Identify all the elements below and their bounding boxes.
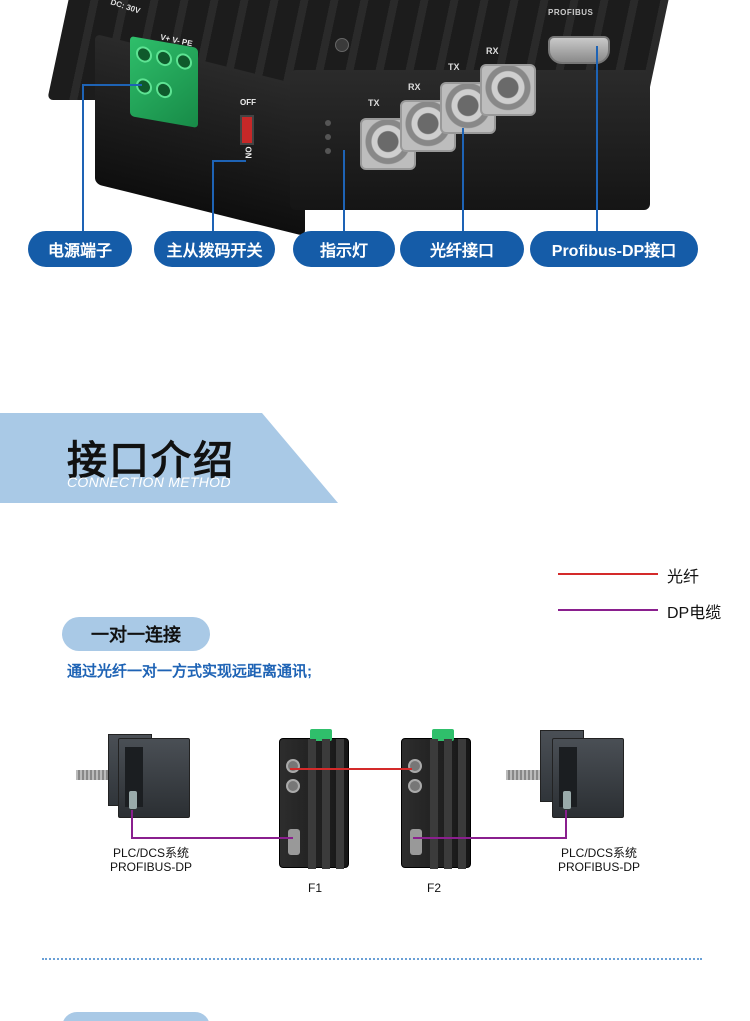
callout-profibus-port: Profibus-DP接口: [530, 231, 698, 267]
right-device-label: PLC/DCS系统 PROFIBUS-DP: [544, 846, 654, 874]
subsection-description: 通过光纤一对一方式实现远距离通讯;: [67, 663, 312, 680]
port-label-tx1: TX: [368, 98, 380, 108]
dp-cable-wire: [413, 837, 566, 839]
subsection-title: 一对一连接: [62, 617, 210, 651]
plc-device-icon: [552, 738, 624, 818]
screw-icon: [335, 38, 349, 52]
callout-dip-switch: 主从拨码开关: [154, 231, 275, 267]
dp-cable-wire: [131, 810, 133, 838]
connection-diagram: PLC/DCS系统 PROFIBUS-DP PLC/DCS系统 PROFIBUS…: [0, 700, 750, 910]
ribbon-cable-icon: [76, 770, 116, 780]
port-label-rx1: RX: [408, 82, 421, 92]
ribbon-cable-icon: [506, 770, 546, 780]
legend-dp-label: DP电缆: [667, 605, 722, 622]
dip-on-label: ON: [243, 146, 253, 159]
power-terminal-block: [130, 36, 198, 128]
section-divider: [42, 958, 702, 960]
converter-f2-icon: [401, 729, 471, 869]
fiber-wire: [290, 768, 412, 770]
leader-line: [462, 128, 464, 234]
legend-dp-line: [558, 609, 658, 611]
indicator-leds: [325, 115, 341, 175]
leader-line: [212, 160, 246, 162]
left-device-line1: PLC/DCS系统: [112, 846, 189, 860]
port-label-rx2: RX: [486, 46, 499, 56]
leader-line: [212, 160, 214, 234]
dp-cable-wire: [131, 837, 293, 839]
profibus-port-label: PROFIBUS: [548, 8, 594, 17]
legend-fiber-label: 光纤: [667, 569, 700, 586]
db9-connector-icon: [548, 36, 610, 64]
right-device-line2: PROFIBUS-DP: [557, 860, 640, 874]
dip-off-label: OFF: [240, 98, 256, 107]
legend-fiber-line: [558, 573, 658, 575]
left-device-line2: PROFIBUS-DP: [109, 860, 192, 874]
plc-device-icon: [118, 738, 190, 818]
next-subsection-pill: [62, 1012, 210, 1021]
converter-f1-label: F1: [307, 881, 322, 895]
dip-switch: [240, 115, 254, 145]
left-device-label: PLC/DCS系统 PROFIBUS-DP: [96, 846, 206, 874]
fiber-port-icon: [480, 64, 536, 116]
callout-power-terminal: 电源端子: [28, 231, 132, 267]
leader-line: [82, 84, 142, 86]
right-device-line1: PLC/DCS系统: [560, 846, 637, 860]
port-label-tx2: TX: [448, 62, 460, 72]
section-subtitle: CONNECTION METHOD: [67, 474, 231, 490]
leader-line: [82, 84, 84, 234]
converter-f1-icon: [279, 729, 349, 869]
callout-indicator: 指示灯: [293, 231, 395, 267]
callout-fiber-port: 光纤接口: [400, 231, 524, 267]
converter-f2-label: F2: [426, 881, 441, 895]
leader-line: [343, 150, 345, 234]
section-title: 接口介绍: [67, 439, 235, 483]
leader-line: [596, 46, 598, 234]
dp-cable-wire: [565, 810, 567, 839]
